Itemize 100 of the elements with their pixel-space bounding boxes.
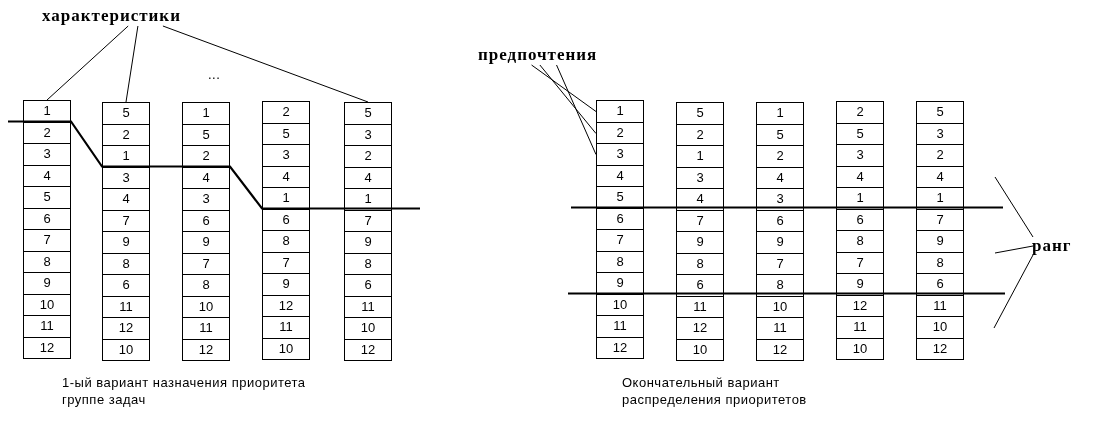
rank-cell: 4 [916,165,964,188]
rank-cell: 2 [836,101,884,124]
rank-cell: 5 [836,122,884,145]
rank-cell: 6 [102,274,150,297]
rank-cell: 2 [344,145,392,168]
rank-cell: 8 [836,230,884,253]
rank-cell: 10 [916,316,964,339]
rank-cell: 5 [916,101,964,124]
rank-cell: 4 [102,188,150,211]
rank-cell: 8 [916,251,964,274]
rank-cell: 3 [102,166,150,189]
rank-cell: 3 [916,122,964,145]
rank-cell: 5 [262,122,310,145]
rank-cell: 10 [102,338,150,361]
rank-cell: 9 [756,231,804,254]
rank-cell: 1 [262,187,310,210]
rank-cell: 3 [756,188,804,211]
rank-cell: 12 [102,317,150,340]
rank-cell: 11 [596,315,644,338]
rank-cell: 6 [916,273,964,296]
heading-label: предпочтения [478,45,598,65]
rank-cell: 2 [262,101,310,124]
rank-cell: 8 [596,250,644,273]
heading-label: характеристики [42,6,181,26]
rank-cell: 2 [916,144,964,167]
rank-cell: 5 [102,102,150,125]
rank-cell: 7 [676,209,724,232]
rank-cell: 5 [182,123,230,146]
rank-cell: 8 [182,274,230,297]
rank-cell: 1 [102,145,150,168]
rank-cell: 2 [182,145,230,168]
rank-cell: 6 [836,208,884,231]
rank-cell: 8 [23,250,71,273]
rank-cell: 9 [596,272,644,295]
rank-cell: 12 [596,336,644,359]
rank-cell: 11 [756,317,804,340]
rank-cell: 10 [596,293,644,316]
rank-cell: 5 [23,186,71,209]
leader-line [994,176,1034,238]
rank-cell: 4 [262,165,310,188]
rank-cell: 4 [344,166,392,189]
rank-cell: 7 [182,252,230,275]
heading-label: ранг [1032,236,1072,256]
rank-cell: 10 [756,295,804,318]
rank-cell: 11 [676,295,724,318]
rank-cell: 10 [23,293,71,316]
rank-cell: 3 [23,143,71,166]
caption: Окончательный вариант распределения приоритетов [622,374,808,408]
rank-cell: 6 [596,207,644,230]
rank-cell: 8 [756,274,804,297]
rank-cell: 7 [262,251,310,274]
rank-cell: 9 [102,231,150,254]
rank-cell: 12 [344,338,392,361]
rank-cell: 11 [23,315,71,338]
rank-cell: 12 [182,338,230,361]
leader-line [556,64,597,155]
leader-line [531,64,597,112]
rank-cell: 3 [676,166,724,189]
rank-cell: 2 [23,121,71,144]
rank-cell: 1 [344,188,392,211]
rank-cell: 12 [23,336,71,359]
rank-cell: 8 [102,252,150,275]
rank-cell: 11 [836,316,884,339]
rank-cell: 6 [756,209,804,232]
leader-line [46,25,129,101]
rank-cell: 7 [23,229,71,252]
rank-cell: 10 [676,338,724,361]
rank-cell: 2 [102,123,150,146]
rank-cell: 2 [596,121,644,144]
rank-cell: 8 [344,252,392,275]
rank-cell: 6 [262,208,310,231]
rank-cell: 10 [262,337,310,360]
rank-cell: 1 [836,187,884,210]
rank-cell: 5 [676,102,724,125]
rank-cell: 10 [344,317,392,340]
rank-cell: 7 [102,209,150,232]
rank-cell: 4 [182,166,230,189]
rank-cell: 11 [102,295,150,318]
rank-cell: 9 [182,231,230,254]
rank-cell: 9 [836,273,884,296]
rank-cell: 8 [676,252,724,275]
rank-cell: 7 [344,209,392,232]
rank-cell: 6 [182,209,230,232]
rank-cell: 3 [344,123,392,146]
rank-cell: 10 [836,337,884,360]
rank-cell: 8 [262,230,310,253]
rank-cell: 6 [23,207,71,230]
rank-cell: 5 [596,186,644,209]
rank-cell: 1 [916,187,964,210]
rank-cell: 12 [756,338,804,361]
leader-line [994,245,1034,254]
rank-cell: 9 [23,272,71,295]
rank-cell: 9 [916,230,964,253]
rank-cell: 1 [596,100,644,123]
rank-cell: 7 [756,252,804,275]
rank-cell: 7 [916,208,964,231]
rank-cell: 11 [916,294,964,317]
rank-cell: 3 [836,144,884,167]
rank-cell: 11 [182,317,230,340]
rank-cell: 6 [676,274,724,297]
